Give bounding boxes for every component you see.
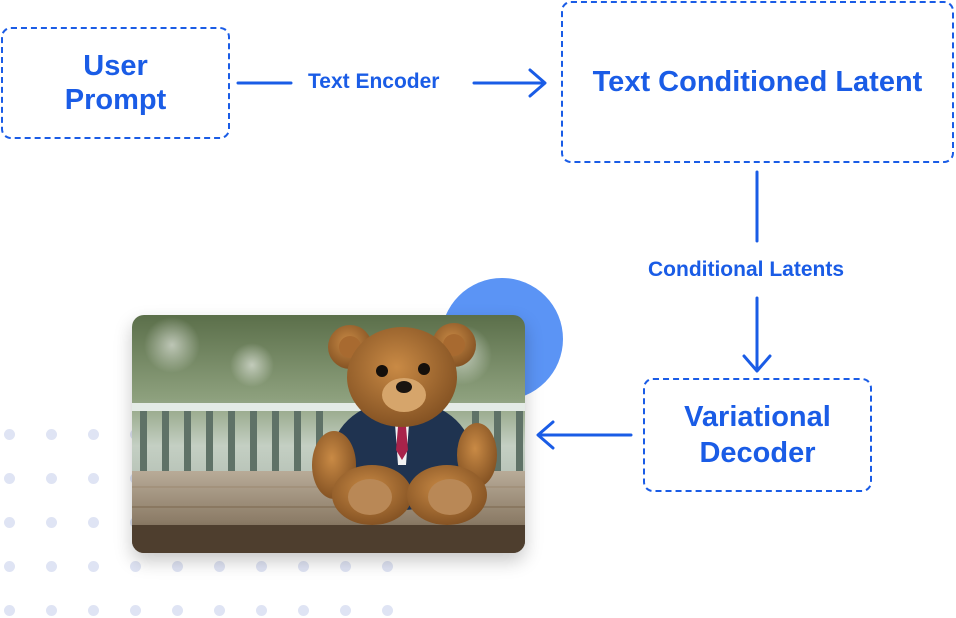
teddy-bear-photo-icon (132, 315, 525, 553)
decorative-dot (88, 561, 99, 572)
decorative-dot (46, 473, 57, 484)
decorative-dot (130, 605, 141, 616)
edge-label-conditional-latents: Conditional Latents (648, 258, 844, 282)
decorative-dot (4, 561, 15, 572)
decorative-dot (172, 605, 183, 616)
generated-image (132, 315, 525, 553)
arrowhead-down-icon (742, 354, 772, 373)
decorative-dot (298, 605, 309, 616)
decorative-dot (172, 561, 183, 572)
decorative-dot (88, 517, 99, 528)
decorative-dot (340, 605, 351, 616)
decorative-dot (214, 605, 225, 616)
decorative-dot (46, 561, 57, 572)
decorative-dot (382, 561, 393, 572)
user-prompt-line1: User (83, 50, 148, 82)
decoder-line1: Variational (684, 401, 831, 433)
decorative-dot (4, 605, 15, 616)
decoder-line2: Decoder (699, 437, 816, 469)
user-prompt-line2: Prompt (64, 84, 167, 116)
decorative-dot (88, 605, 99, 616)
decorative-dot (46, 605, 57, 616)
decorative-dot (4, 429, 15, 440)
decorative-dot (298, 561, 309, 572)
edge-label-text-encoder: Text Encoder (308, 70, 440, 94)
decorative-dot (214, 561, 225, 572)
decorative-dot (4, 517, 15, 528)
arrowhead-left-icon (536, 420, 555, 450)
decorative-dot (382, 605, 393, 616)
decorative-dot (88, 429, 99, 440)
decorative-dot (88, 473, 99, 484)
arrowhead-right-icon (528, 68, 547, 98)
decorative-dot (340, 561, 351, 572)
decorative-dot (256, 561, 267, 572)
decorative-dot (46, 517, 57, 528)
decorative-dot (4, 473, 15, 484)
text-conditioned-latent-node: Text Conditioned Latent (561, 1, 954, 163)
decorative-dot (46, 429, 57, 440)
decorative-dot (256, 605, 267, 616)
user-prompt-node: User Prompt (1, 27, 230, 139)
text-conditioned-latent-label: Text Conditioned Latent (592, 65, 923, 98)
variational-decoder-node: Variational Decoder (643, 378, 872, 492)
decorative-dot (130, 561, 141, 572)
